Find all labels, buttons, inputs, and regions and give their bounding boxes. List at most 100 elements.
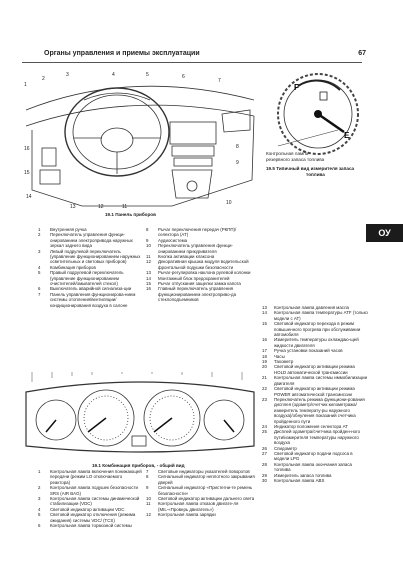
- legend-text: Рычаг переключения передач (РКПП)/селект…: [158, 227, 237, 238]
- gauge-caption: 19.5 Типичный вид измерителя запаса топл…: [266, 166, 366, 177]
- legend-number: 12: [146, 512, 151, 518]
- legend-text: Кнопка активации клаксона: [158, 254, 215, 260]
- legend-number: 17: [262, 348, 267, 354]
- legend-number: 1: [38, 469, 41, 474]
- legend-item: 7 Световые индикаторы указателей поворото…: [146, 469, 256, 474]
- legend-text: Световой индикатор активации дальнего св…: [158, 496, 255, 502]
- svg-text:9: 9: [236, 160, 239, 166]
- legend-text: Контрольная лампа окончания запаса топли…: [274, 461, 352, 473]
- legend-item: 13 Рычаг-регулировка наклона рулевой коло…: [146, 270, 256, 275]
- legend-text: Выключатель аварийной сигнализа-ции: [50, 286, 132, 292]
- gauge-caption-line-2: топлива: [306, 171, 325, 177]
- legend-number: 13: [146, 270, 151, 276]
- legend-number: 25: [262, 429, 267, 435]
- legend-number: 12: [146, 259, 151, 265]
- svg-text:1: 1: [24, 82, 27, 88]
- legend-number: 23: [262, 396, 267, 402]
- legend-item: 8 Сигнальный индикатор неплотного закрыва…: [146, 474, 256, 485]
- gauge-callout-line-1: Контрольная лампа: [266, 151, 309, 156]
- legend-number: 13: [262, 305, 267, 310]
- legend-text: Аудиосистема: [158, 237, 188, 243]
- legend-text: Контрольная лампа ABS: [274, 478, 325, 483]
- legend-number: 1: [38, 227, 41, 232]
- legend-text: Дисплей одометра/счетчика пройден-ного п…: [274, 429, 361, 446]
- legend-number: 7: [146, 469, 149, 474]
- legend-text: Световой индикатор отключения (режима ож…: [50, 512, 136, 523]
- legend-number: 5: [38, 270, 41, 276]
- legend-number: 8: [146, 474, 149, 480]
- legend-text: Контрольная лампа системы иммобилизации …: [274, 375, 368, 386]
- legend-text: Внутренняя ручка: [50, 227, 87, 232]
- legend-number: 15: [146, 281, 151, 287]
- legend-text: Переключатель режима функциони-рования д…: [274, 396, 365, 424]
- legend-number: 7: [38, 291, 41, 297]
- legend-text: Сигнальный индикатор неплотного закрыван…: [158, 474, 255, 485]
- panel-caption: 19.1 Панель приборов: [105, 212, 156, 217]
- legend-number: 6: [38, 523, 41, 529]
- svg-text:15: 15: [24, 170, 30, 176]
- svg-text:8: 8: [236, 144, 239, 150]
- legend-text: Рычаг-регулировка наклона рулевой колонк…: [158, 270, 251, 276]
- cluster-legend-b: 7 Световые индикаторы указателей поворото…: [146, 469, 256, 518]
- legend-number: 2: [38, 485, 41, 491]
- legend-text: Контрольная лампа тормозной системы: [50, 523, 132, 529]
- legend-number: 14: [146, 275, 151, 281]
- legend-text: Контрольная лампа подушек безопасности S…: [50, 485, 138, 496]
- legend-text: Контрольная лампа температуры ATF (тольк…: [274, 310, 368, 321]
- legend-text: Переключатель управления функци-онирован…: [50, 232, 133, 249]
- legend-item: 28 Контрольная лампа окончания запаса топ…: [262, 462, 368, 473]
- legend-number: 22: [262, 386, 267, 392]
- svg-text:11: 11: [122, 204, 127, 210]
- legend-number: 16: [262, 337, 267, 343]
- legend-text: Часы: [274, 353, 285, 359]
- svg-text:12: 12: [98, 204, 104, 210]
- legend-text: Индикатор положения селектора АТ: [274, 423, 348, 429]
- legend-text: Комбинация приборов: [50, 264, 96, 270]
- legend-item: 23 Переключатель режима функциони-рования…: [262, 397, 368, 424]
- gauge-callout: Контрольная лампа резервного запаса топл…: [266, 151, 356, 162]
- gauge-empty-mark: E: [344, 131, 350, 140]
- legend-number: 11: [146, 501, 151, 507]
- legend-number: 8: [146, 227, 149, 232]
- legend-item: 21 Контрольная лампа системы иммобилизаци…: [262, 375, 368, 386]
- legend-number: 10: [146, 496, 151, 502]
- page-header: Органы управления и приемы эксплуатации …: [22, 50, 366, 63]
- legend-item: 2 Контрольная лампа подушек безопасности …: [38, 485, 142, 496]
- legend-text: Измеритель запаса топлива: [274, 472, 332, 478]
- legend-text: Световой индикатор подачи подсоса в моде…: [274, 450, 353, 462]
- legend-text: Рычаг отпускания защелки замка капота: [158, 281, 241, 287]
- svg-text:4: 4: [112, 72, 115, 78]
- cluster-caption: 19.1 Комбинация приборов, - общий вид: [92, 463, 185, 468]
- legend-number: 3: [38, 496, 41, 502]
- svg-text:5: 5: [146, 72, 149, 78]
- legend-number: 3: [38, 248, 41, 254]
- legend-text: Световые индикаторы указателей поворотов: [158, 469, 250, 474]
- section-tab: ОУ: [366, 224, 403, 242]
- legend-text: Ручка установки показаний часов: [274, 348, 343, 354]
- legend-number: 21: [262, 375, 267, 381]
- legend-item: 10 Световой индикатор активации дальнего …: [146, 496, 256, 501]
- legend-number: 28: [262, 461, 267, 467]
